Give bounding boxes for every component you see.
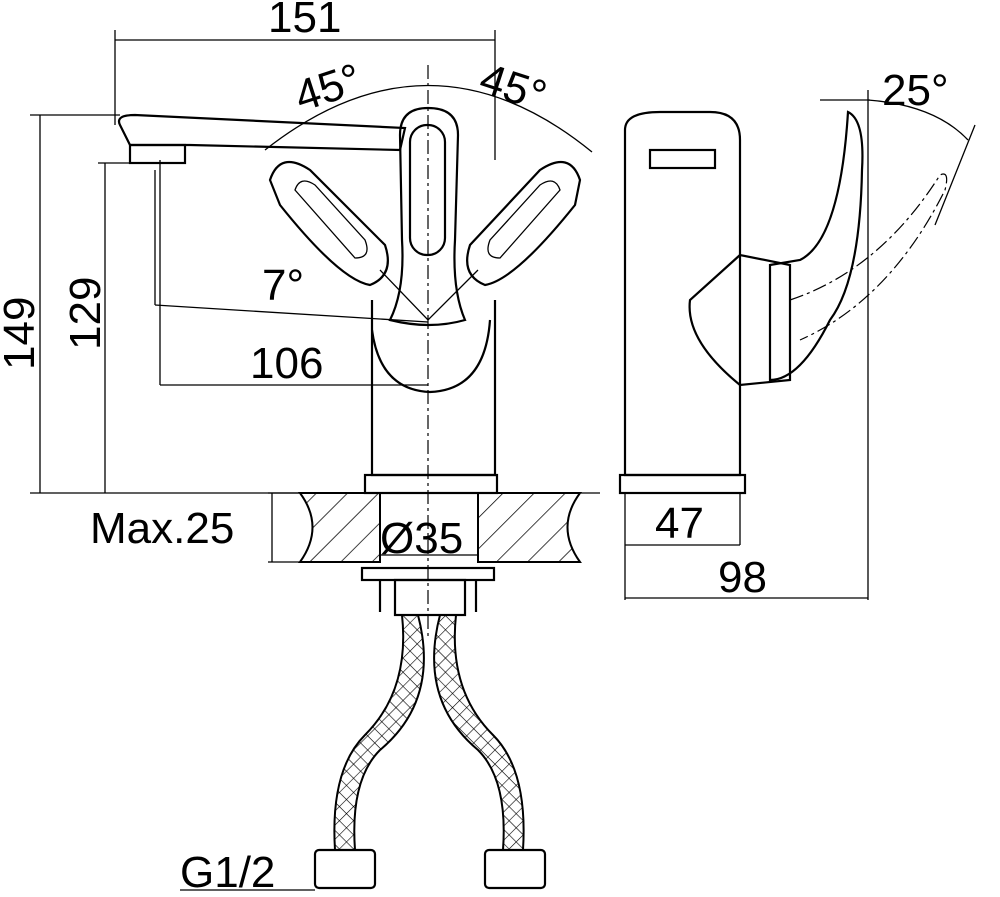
label-diameter-35: Ø35 <box>380 514 463 563</box>
side-aerator <box>648 148 717 170</box>
side-view: 25° 47 98 <box>618 66 976 602</box>
label-45-right: 45° <box>474 54 552 121</box>
right-hose-nut <box>483 848 547 890</box>
right-hose <box>433 614 525 851</box>
label-7deg: 7° <box>262 261 304 310</box>
label-149: 149 <box>0 297 44 370</box>
label-47: 47 <box>655 499 704 548</box>
center-handle <box>388 106 467 327</box>
spout <box>117 113 407 152</box>
label-45-left: 45° <box>289 54 367 121</box>
dim-line-7deg <box>154 304 429 323</box>
side-cartridge <box>688 253 792 387</box>
angle-arc <box>264 84 593 153</box>
left-hose-nut <box>313 848 377 890</box>
aerator <box>128 143 187 165</box>
dim-line-25deg <box>934 124 976 226</box>
label-max25: Max.25 <box>90 504 234 553</box>
side-body <box>623 110 742 477</box>
right-handle <box>466 160 582 287</box>
left-hose <box>333 614 425 851</box>
label-98: 98 <box>718 553 767 602</box>
label-g12: G1/2 <box>180 848 275 897</box>
left-handle <box>268 160 389 287</box>
label-129: 129 <box>61 277 110 350</box>
body <box>370 300 497 477</box>
countertop-section <box>477 492 582 563</box>
label-25deg: 25° <box>882 66 949 115</box>
label-151: 151 <box>268 0 341 42</box>
front-view: 151 45° 45° 7° 106 <box>0 0 600 897</box>
side-handle <box>768 110 864 382</box>
label-106: 106 <box>250 339 323 388</box>
